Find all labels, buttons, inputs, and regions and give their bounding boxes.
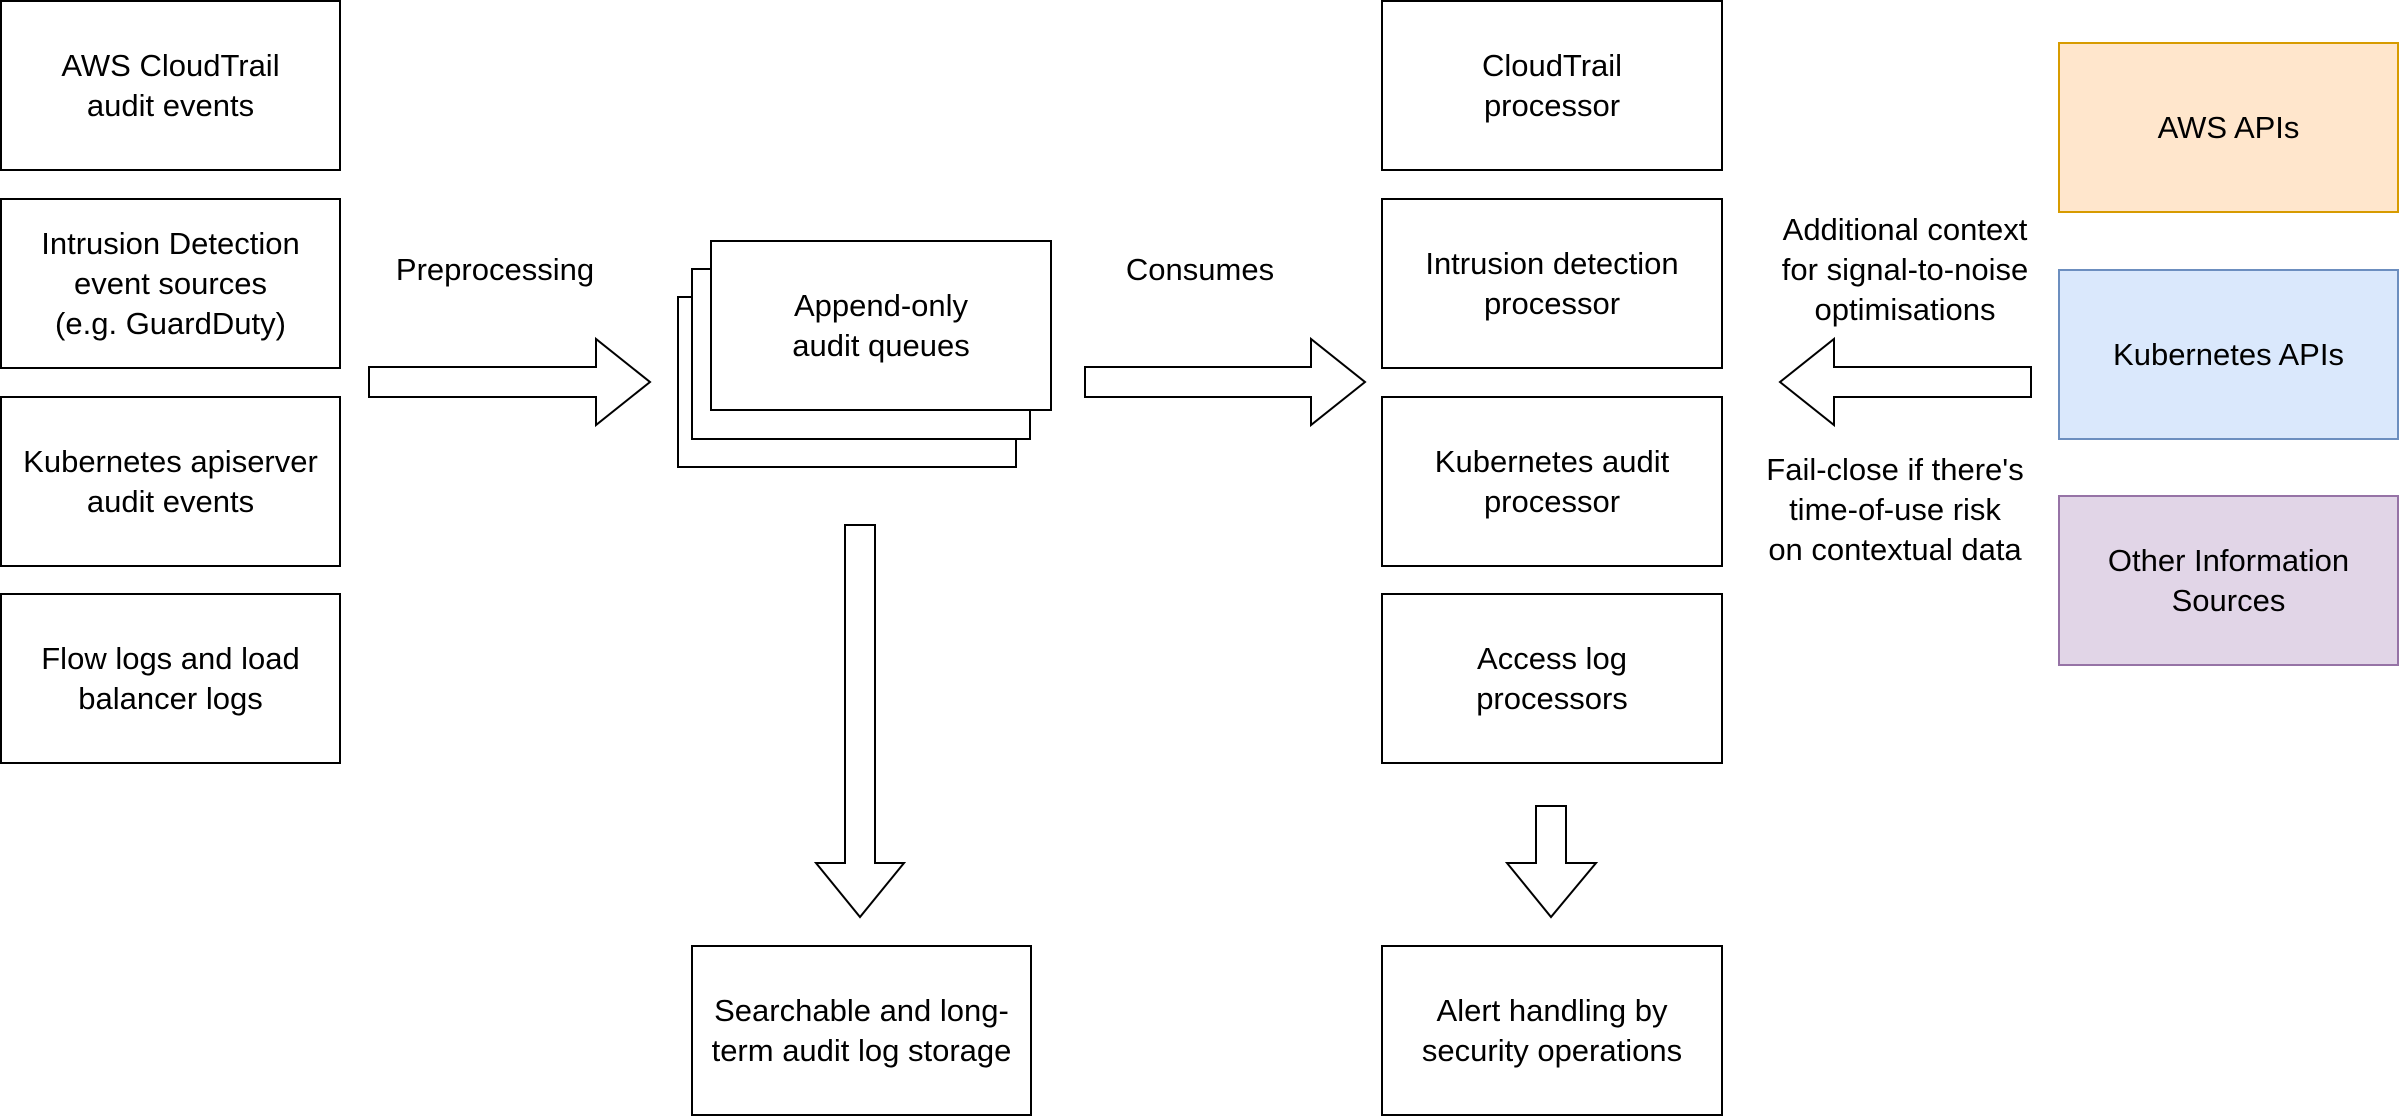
- consumes-label: Consumes: [1125, 252, 1275, 287]
- other-information-sources: Other Information Sources: [2058, 495, 2399, 666]
- alert-handling: Alert handling by security operations: [1381, 945, 1723, 1116]
- alert-arrow: [1504, 805, 1599, 919]
- processor-kubernetes-audit: Kubernetes audit processor: [1381, 396, 1723, 567]
- source-intrusion-detection: Intrusion Detection event sources (e.g. …: [0, 198, 341, 369]
- fail-close-label: Fail-close if there's time-of-use risk o…: [1766, 452, 2024, 567]
- additional-context-label: Additional context for signal-to-noise o…: [1781, 212, 2029, 327]
- aws-apis-source: AWS APIs: [2058, 42, 2399, 213]
- storage-arrow: [813, 524, 907, 919]
- processor-cloudtrail: CloudTrail processor: [1381, 0, 1723, 171]
- audit-log-storage: Searchable and long- term audit log stor…: [691, 945, 1032, 1116]
- context-arrow: [1778, 336, 2032, 428]
- source-cloudtrail: AWS CloudTrail audit events: [0, 0, 341, 171]
- append-only-audit-queues: Append-only audit queues: [710, 240, 1052, 411]
- processor-access-log: Access log processors: [1381, 593, 1723, 764]
- processor-intrusion-detection: Intrusion detection processor: [1381, 198, 1723, 369]
- kubernetes-apis-source: Kubernetes APIs: [2058, 269, 2399, 440]
- consumes-arrow: [1084, 336, 1367, 428]
- source-flow-logs: Flow logs and load balancer logs: [0, 593, 341, 764]
- source-kubernetes-apiserver: Kubernetes apiserver audit events: [0, 396, 341, 567]
- preprocessing-arrow: [368, 336, 652, 428]
- preprocessing-label: Preprocessing: [395, 252, 595, 287]
